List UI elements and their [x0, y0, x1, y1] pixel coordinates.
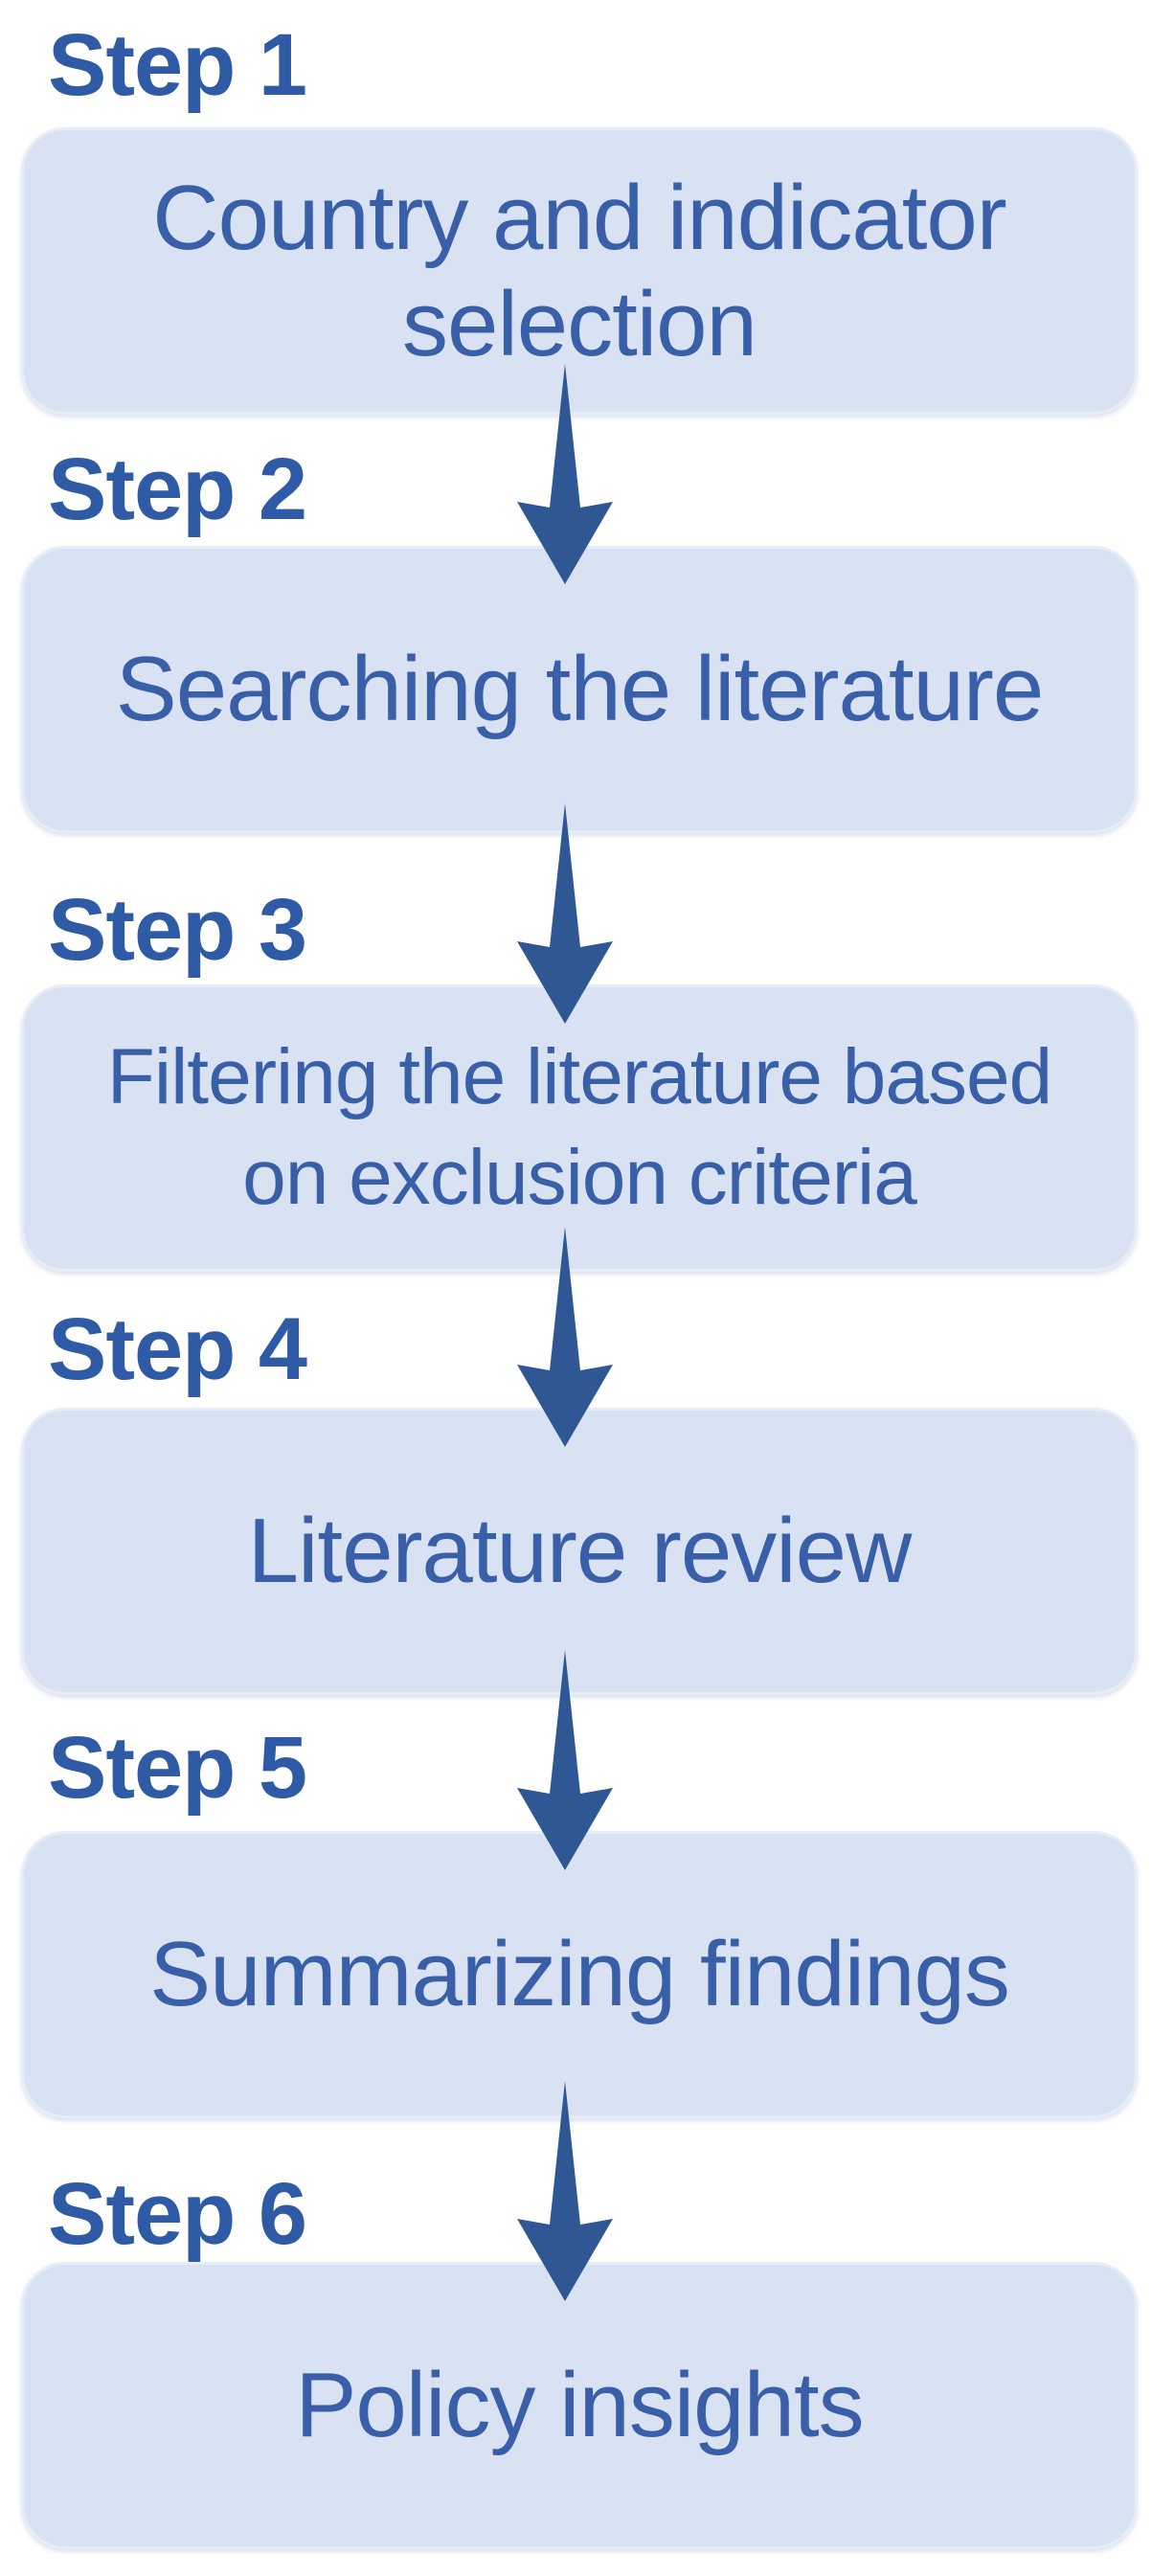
step-2-title: Searching the literature — [115, 638, 1045, 741]
step-3-title: Filtering the literature based on exclus… — [106, 1033, 1052, 1221]
step-1-label: Step 1 — [48, 16, 307, 114]
step-4-box: Literature review — [21, 1408, 1138, 1695]
step-5-title: Summarizing findings — [149, 1923, 1010, 2026]
down-arrow-icon — [515, 1650, 615, 1870]
step-3-label: Step 3 — [48, 881, 307, 979]
down-arrow-icon — [515, 364, 615, 584]
step-2-box: Searching the literature — [21, 546, 1138, 833]
step-2-label: Step 2 — [48, 441, 307, 538]
down-arrow-icon — [515, 803, 615, 1024]
step-6-title: Policy insights — [295, 2354, 864, 2457]
down-arrow-icon — [515, 1227, 615, 1447]
step-1-box: Country and indicator selection — [21, 127, 1138, 415]
step-5-label: Step 5 — [48, 1719, 307, 1817]
step-4-label: Step 4 — [48, 1300, 307, 1398]
step-6-label: Step 6 — [48, 2165, 307, 2263]
step-5-box: Summarizing findings — [21, 1831, 1138, 2118]
step-6-box: Policy insights — [21, 2262, 1138, 2549]
step-1-title: Country and indicator selection — [152, 166, 1007, 375]
step-4-title: Literature review — [247, 1500, 913, 1603]
down-arrow-icon — [515, 2081, 615, 2301]
